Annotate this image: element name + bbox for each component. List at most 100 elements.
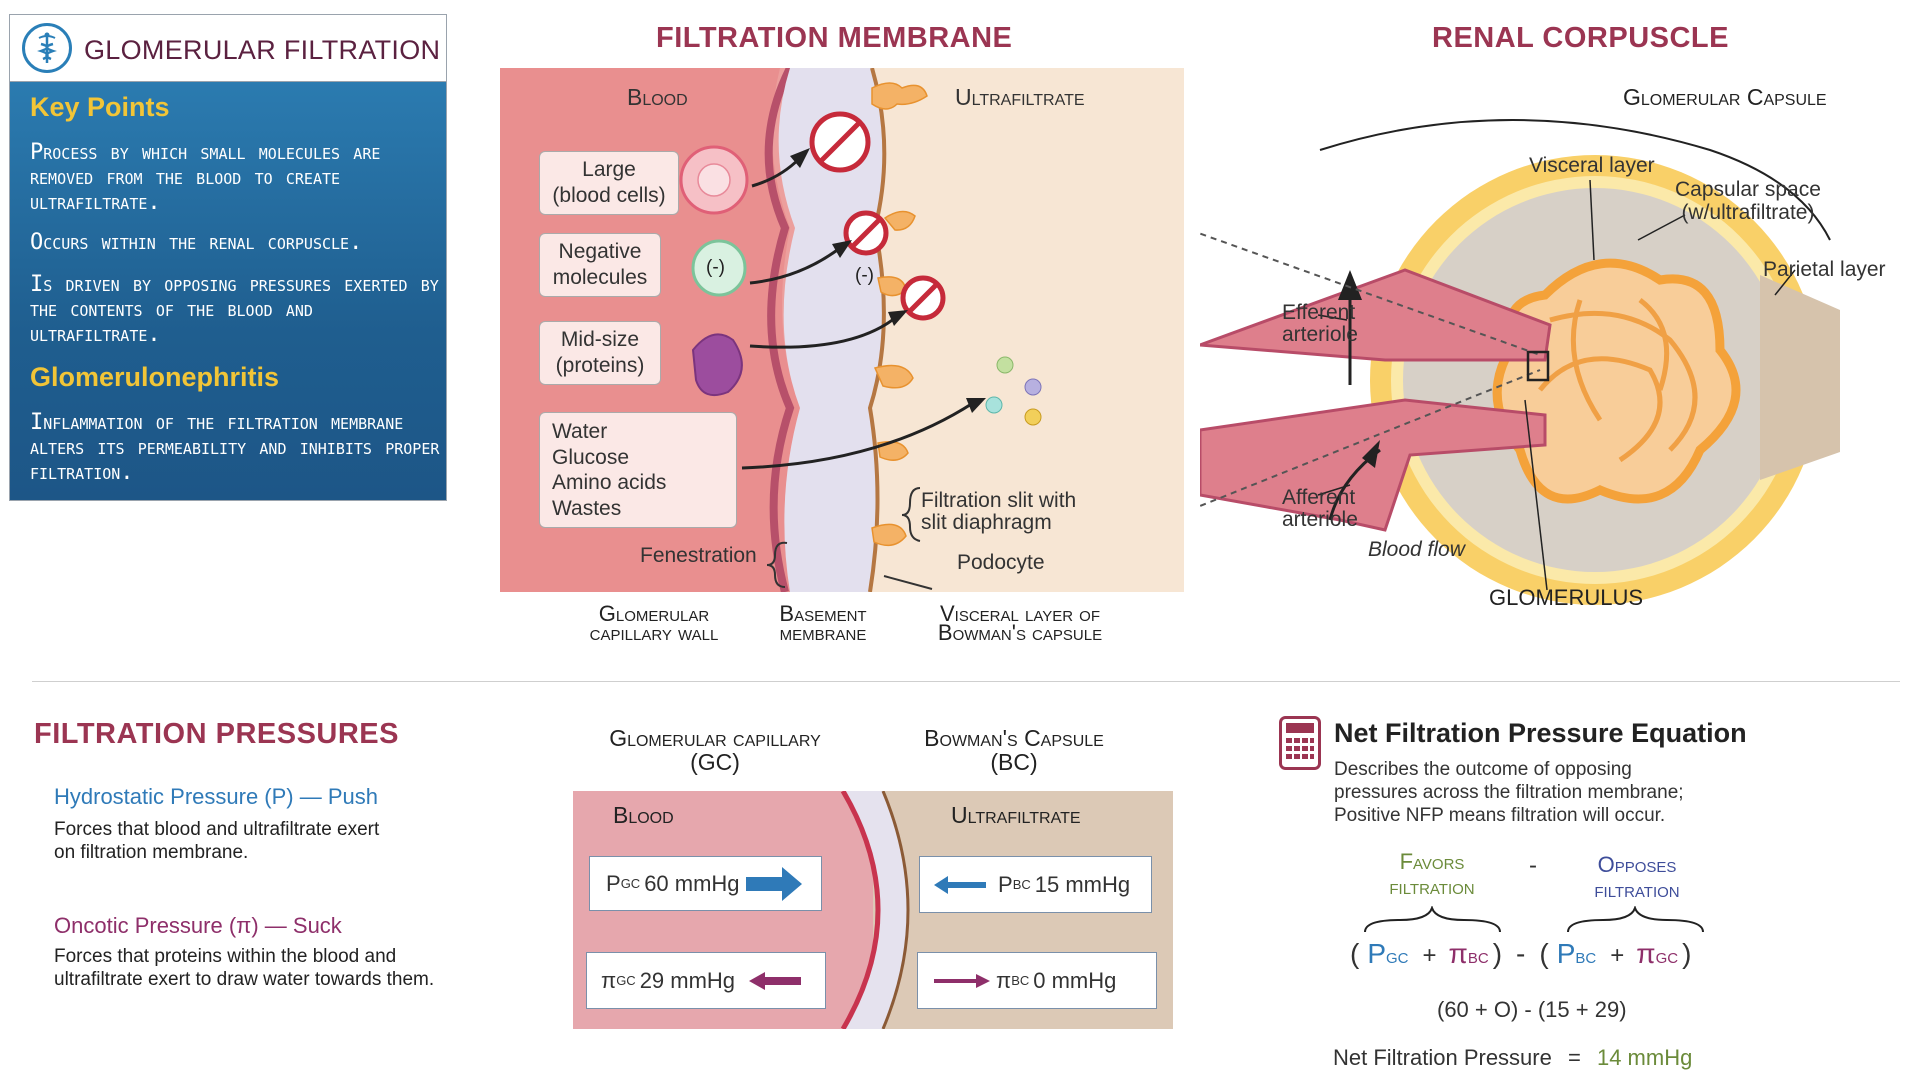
calculator-icon <box>1279 716 1321 770</box>
formula-pigc-sub: GC <box>1655 950 1679 967</box>
pigc-symbol: π <box>601 967 617 993</box>
formula-pibc-sub: BC <box>1467 950 1489 967</box>
formula-rparen-1: ) <box>1492 938 1503 969</box>
membrane-title: FILTRATION MEMBRANE <box>656 22 1013 54</box>
equation-title: Net Filtration Pressure Equation <box>1334 718 1747 748</box>
blood-flow-label: Blood flow <box>1368 538 1465 561</box>
key-points-title: GLOMERULAR FILTRATION <box>84 35 441 65</box>
corpuscle-title: RENAL CORPUSCLE <box>1432 22 1729 54</box>
small-item-water: Water <box>552 420 608 443</box>
small-molecule-box: Water Glucose Amino acids Wastes <box>539 412 737 528</box>
formula-lparen-2: ( <box>1539 938 1549 969</box>
membrane-blood-label: Blood <box>627 84 688 110</box>
formula-minus: - <box>1516 938 1526 969</box>
formula-lparen-1: ( <box>1350 938 1360 969</box>
small-item-glucose: Glucose <box>552 445 630 469</box>
fenestration-label: Fenestration <box>640 544 757 567</box>
glomerulus-label: GLOMERULUS <box>1489 585 1644 610</box>
pbc-symbol: P <box>998 871 1013 897</box>
key-points-header: GLOMERULAR FILTRATION <box>9 14 447 82</box>
bc-heading: Bowman's Capsule (BC) <box>884 726 1144 774</box>
pressures-title: FILTRATION PRESSURES <box>34 718 399 750</box>
capsular-line2: (w/ultrafiltrate) <box>1681 201 1815 224</box>
pibc-symbol: π <box>996 967 1012 993</box>
pigc-value: 29 mmHg <box>639 967 736 993</box>
formula-pgc: P <box>1367 938 1387 969</box>
slit-line2: slit diaphragm <box>921 511 1052 534</box>
key-point-3: Is driven by opposing pressures exerted … <box>30 272 439 347</box>
formula-pgc-sub: GC <box>1386 950 1409 967</box>
equation-desc: Describes the outcome of opposing pressu… <box>1334 758 1684 827</box>
key-point-2: Occurs within the renal corpuscle. <box>30 230 363 255</box>
pgc-symbol: P <box>606 870 621 896</box>
afferent-line2: arteriole <box>1282 508 1358 531</box>
formula-pibc: π <box>1448 938 1468 969</box>
pibc-subscript: BC <box>1011 973 1030 988</box>
capillary-wall-line2: capillary wall <box>589 620 719 645</box>
large-molecule-box: Large (blood cells) <box>539 151 679 215</box>
push-left-arrow-icon <box>934 875 986 894</box>
key-points-body: Key Points Process by which small molecu… <box>9 82 447 501</box>
hydrostatic-title: Hydrostatic Pressure (P) — Push <box>54 784 378 809</box>
visceral-layer-label: Visceral layer of Bowman's capsule <box>900 603 1140 645</box>
pbc-value: 15 mmHg <box>1034 871 1131 897</box>
formula-rparen-2: ) <box>1682 938 1692 969</box>
opposes-filtration-label: Opposes filtration <box>1562 852 1712 902</box>
slit-line1: Filtration slit with <box>921 489 1077 512</box>
hydro-line1: Forces that blood and ultrafiltrate exer… <box>54 819 380 840</box>
membrane-ultrafiltrate-label: Ultrafiltrate <box>955 84 1085 110</box>
result-equals: = <box>1567 1045 1581 1070</box>
bc-line2: (BC) <box>990 749 1038 775</box>
membrane-negative-charge: (-) <box>855 265 874 286</box>
gc-heading: Glomerular capillary (GC) <box>570 726 860 774</box>
pressure-ultrafiltrate-label: Ultrafiltrate <box>951 802 1081 828</box>
pgc-subscript: GC <box>620 876 641 891</box>
desc-line1: Describes the outcome of opposing <box>1334 759 1632 780</box>
desc-line2: pressures across the filtration membrane… <box>1334 782 1684 803</box>
oncotic-desc: Forces that proteins within the blood an… <box>54 945 434 991</box>
bc-line1: Bowman's Capsule <box>924 725 1104 751</box>
numeric-substitution: (60 + O) - (15 + 29) <box>1437 997 1627 1022</box>
nfp-result: Net Filtration Pressure = 14 mmHg <box>1333 1045 1692 1071</box>
capsular-space-label: Capsular space (w/ultrafiltrate) <box>1675 178 1821 224</box>
hydrostatic-desc: Forces that blood and ultrafiltrate exer… <box>54 818 379 864</box>
glomerulonephritis-heading: Glomerulonephritis <box>30 362 280 392</box>
favors-filtration-label: Favors filtration <box>1362 849 1502 899</box>
afferent-line1: Afferent <box>1282 486 1356 509</box>
basement-line1: Basement <box>779 601 867 626</box>
midsize-line1: Mid-size <box>560 328 640 351</box>
pressure-blood-label: Blood <box>613 802 674 828</box>
key-points-heading: Key Points <box>30 92 170 122</box>
suck-right-arrow-icon <box>934 973 990 988</box>
formula-plus-2: + <box>1610 942 1625 969</box>
formula-pbc: P <box>1556 938 1576 969</box>
result-label: Net Filtration Pressure <box>1333 1045 1552 1070</box>
favors-line1: Favors <box>1399 849 1465 874</box>
hydro-line2: on filtration membrane. <box>54 842 249 863</box>
efferent-line1: Efferent <box>1282 301 1356 324</box>
midsize-line2: (proteins) <box>555 354 645 377</box>
header-minus: - <box>1529 852 1537 879</box>
pigc-subscript: GC <box>616 973 636 988</box>
key-point-4: Inflammation of the filtration membrane … <box>30 410 440 485</box>
basement-line2: membrane <box>779 620 867 645</box>
pibc-value: 0 mmHg <box>1033 967 1117 993</box>
corpuscle-illustration <box>1200 119 1840 605</box>
onco-line2: ultrafiltrate exert to draw water toward… <box>54 969 435 990</box>
caduceus-icon <box>22 23 72 73</box>
afferent-arteriole-label: Afferent arteriole <box>1282 487 1358 531</box>
glomerular-capillary-wall-label: Glomerular capillary wall <box>556 603 752 645</box>
visceral-line2: Bowman's capsule <box>937 620 1103 645</box>
negative-molecule-box: Negative molecules <box>539 233 661 297</box>
visceral-layer-callout: Visceral layer <box>1529 154 1655 177</box>
small-item-wastes: Wastes <box>552 496 622 520</box>
suck-left-arrow-icon <box>749 971 802 990</box>
negative-line1: Negative <box>558 240 642 263</box>
push-right-arrow-icon <box>745 866 802 901</box>
glomerular-capsule-label: Glomerular Capsule <box>1623 84 1827 110</box>
basement-membrane-label: Basement membrane <box>756 601 890 645</box>
gc-line2: (GC) <box>690 749 740 775</box>
large-line1: Large <box>582 158 636 181</box>
